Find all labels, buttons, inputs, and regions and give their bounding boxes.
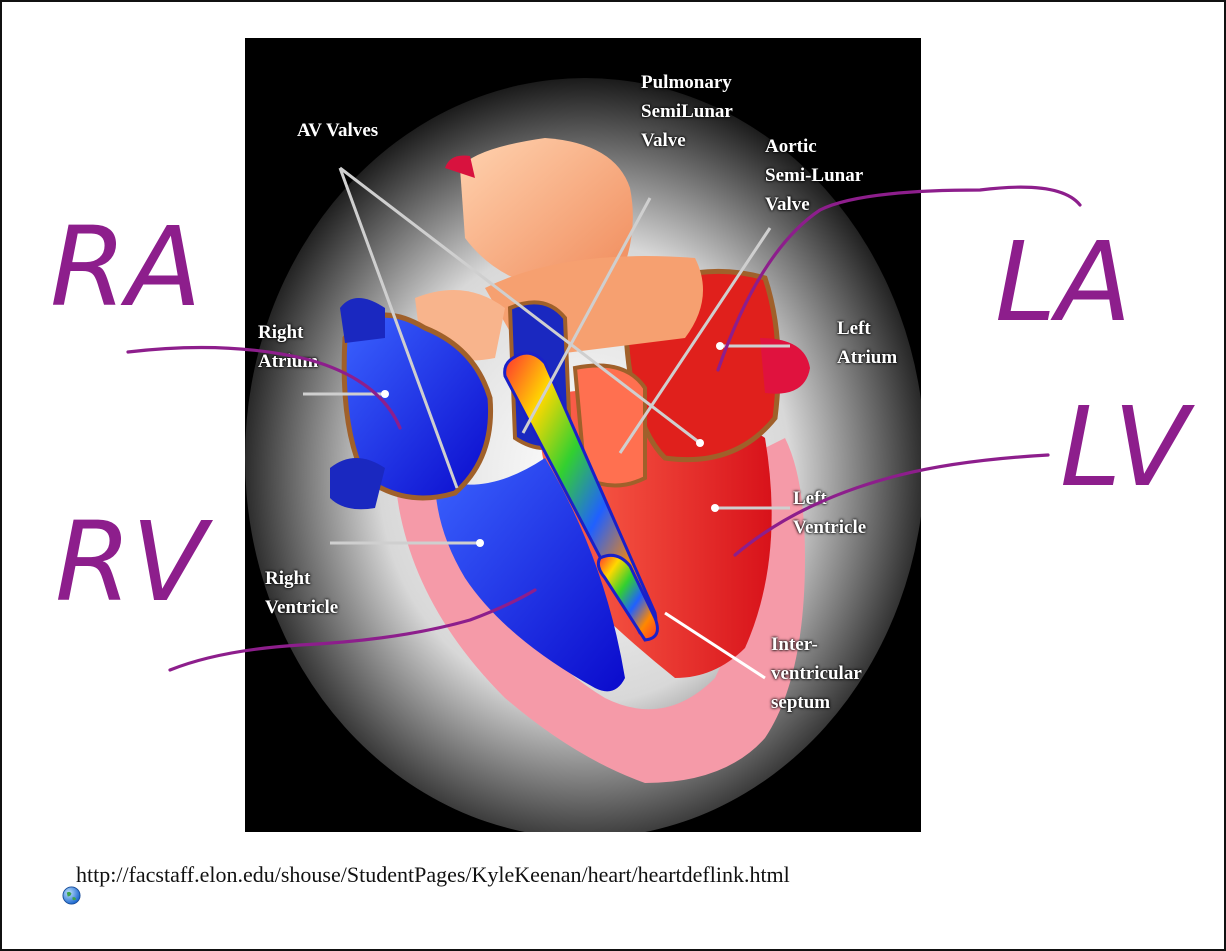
label-left-atrium: Left Atrium [837,314,897,372]
label-left-ventricle: Left Ventricle [793,484,866,542]
heart-diagram: AV Valves Pulmonary SemiLunar Valve Aort… [245,38,921,832]
globe-icon[interactable] [62,886,81,905]
label-aortic-valve: Aortic Semi-Lunar Valve [765,132,863,219]
superior-vena-cava [340,298,385,343]
source-url[interactable]: http://facstaff.elon.edu/shouse/StudentP… [76,862,790,888]
label-pulmonary-valve: Pulmonary SemiLunar Valve [641,68,733,155]
label-av-valves: AV Valves [297,116,378,145]
label-right-atrium: Right Atrium [258,318,318,376]
label-septum: Inter- ventricular septum [771,630,862,717]
label-right-ventricle: Right Ventricle [265,564,338,622]
